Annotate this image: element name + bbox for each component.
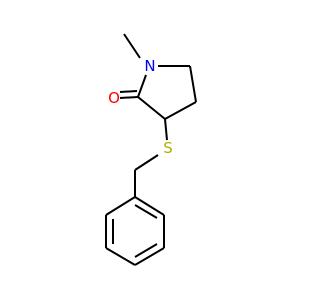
nitrogen-atom-label: N: [144, 57, 155, 75]
bond-carbonyl-n: [137, 74, 147, 98]
bond-sulfur-benzyl-ch2: [134, 154, 159, 171]
bond-n-methyl: [123, 33, 141, 59]
benzene-inner-bond-2: [134, 243, 158, 258]
bonds: [105, 33, 197, 266]
benzene-bond-4: [105, 247, 136, 266]
bond-carbonyl-oxygen-2: [119, 90, 138, 93]
bond-carbonyl-oxygen-1: [119, 96, 139, 99]
molecule-structure-diagram: N O S: [105, 33, 197, 266]
bond-c3-carbonyl: [137, 96, 166, 120]
benzene-bond-6: [105, 196, 136, 216]
bond-ring-ch2-ch2: [189, 65, 197, 103]
benzene-bond-3: [134, 247, 165, 266]
oxygen-atom-label: O: [108, 89, 120, 107]
bond-ring-ch2-c3: [164, 101, 197, 120]
bond-c3-sulfur: [164, 118, 168, 141]
atom-labels: N O S: [108, 57, 173, 157]
benzene-bond-1: [134, 196, 165, 216]
sulfur-atom-label: S: [163, 139, 173, 157]
benzene-inner-bond-1: [134, 204, 158, 219]
